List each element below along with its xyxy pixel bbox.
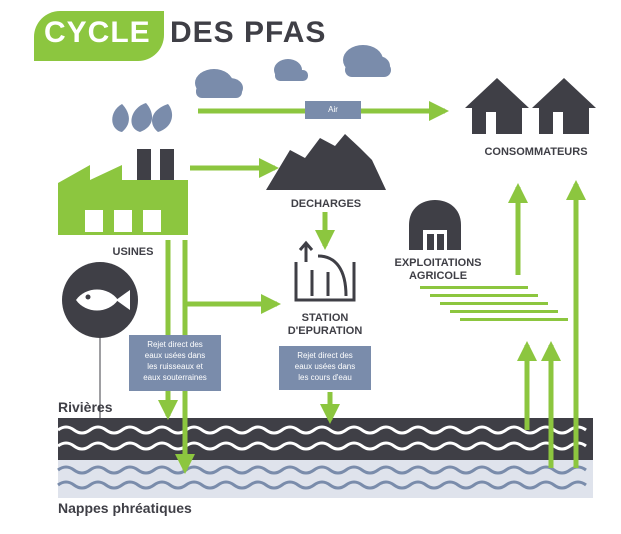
house-icon (532, 78, 596, 134)
note-line: Rejet direct des (297, 351, 353, 360)
station-label: STATION D'EPURATION (270, 312, 380, 338)
cloud-icon (343, 45, 391, 77)
title-highlight-box (34, 11, 164, 61)
title-rest: DES PFAS (170, 16, 327, 49)
field-rows-icon (420, 286, 568, 321)
note-rejet-ruisseaux: Rejet direct des eaux usées dans les rui… (129, 335, 221, 391)
cloud-icon (274, 59, 308, 81)
note-line: les ruisseaux et (147, 362, 203, 371)
note-line: eaux usées dans (144, 351, 206, 360)
landfill-icon (266, 134, 386, 190)
water-treatment-icon (294, 240, 356, 302)
station-label-line1: STATION (301, 312, 349, 324)
station-label-line2: D'EPURATION (287, 325, 363, 337)
wave-icon (57, 465, 587, 490)
note-rejet-cours: Rejet direct des eaux usées dans les cou… (279, 346, 371, 390)
house-icon (465, 78, 529, 134)
rivieres-label: Rivières (58, 399, 113, 415)
exploitations-label: EXPLOITATIONS AGRICOLE (383, 257, 493, 283)
cloud-icon (195, 69, 243, 98)
note-line: les cours d'eau (298, 373, 352, 382)
smoke-icon (112, 103, 173, 132)
fish-icon (62, 262, 138, 430)
title-highlight: CYCLE (44, 16, 151, 49)
decharges-label: DECHARGES (290, 198, 362, 210)
exploitations-label-line1: EXPLOITATIONS (394, 257, 482, 269)
factory-icon (58, 149, 188, 235)
barn-icon (409, 200, 461, 250)
rivieres-band (58, 418, 593, 460)
air-label: Air (305, 101, 361, 119)
wave-icon (57, 425, 587, 451)
note-line: eaux usées dans (294, 362, 356, 371)
consommateurs-label: CONSOMMATEURS (484, 146, 588, 158)
note-line: Rejet direct des (147, 340, 203, 349)
exploitations-label-line2: AGRICOLE (408, 270, 468, 282)
nappes-label: Nappes phréatiques (58, 500, 192, 516)
usines-label: USINES (112, 246, 154, 258)
note-line: eaux souterraines (143, 373, 207, 382)
